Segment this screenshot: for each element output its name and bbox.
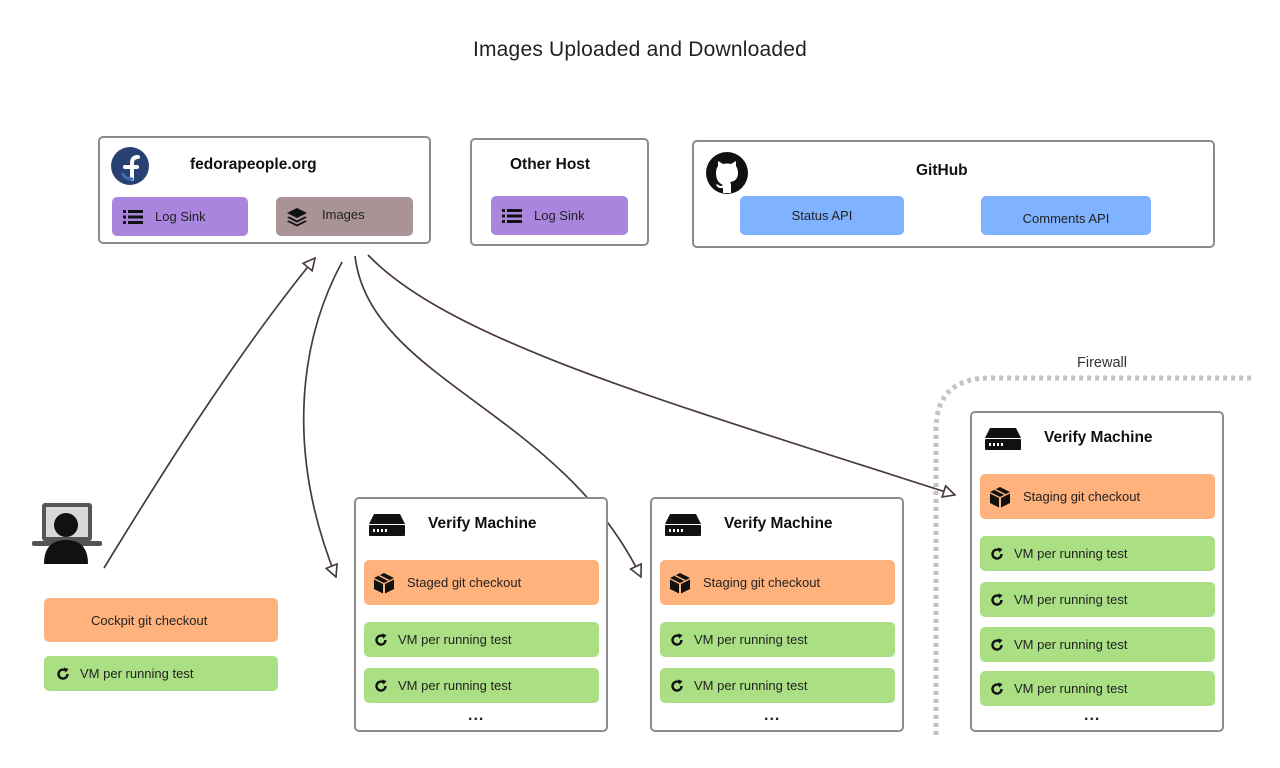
vm-label: VM per running test [80,666,194,681]
fedora-images[interactable]: Images [276,197,413,236]
images-label: Images [322,207,365,222]
vm-row[interactable]: VM per running test [980,582,1215,617]
server-icon [985,428,1021,450]
github-box: GitHub Status API Comments API [692,140,1215,248]
fedora-logo-icon [111,147,149,185]
verify-title: Verify Machine [428,515,537,532]
developer-vm[interactable]: VM per running test [44,656,278,691]
firewall-boundary [933,375,1252,735]
github-logo-icon [706,152,748,194]
staging-checkout[interactable]: Staging git checkout [980,474,1215,519]
vm-label: VM per running test [1014,637,1128,652]
refresh-icon [57,667,69,680]
more-ellipsis: ... [1084,707,1101,724]
vm-row[interactable]: VM per running test [660,622,895,657]
firewall-label: Firewall [1077,355,1127,371]
download-arrow-verify-3 [367,254,955,495]
other-host-title: Other Host [510,156,591,173]
comments-api-label: Comments API [1022,211,1110,226]
list-icon [123,209,143,224]
layers-icon [287,208,307,227]
vm-row[interactable]: VM per running test [980,671,1215,706]
fedorapeople-box: fedorapeople.org Log Sink Images [98,136,431,244]
status-api-label: Status API [791,208,853,223]
github-title: GitHub [916,162,968,179]
status-api[interactable]: Status API [740,196,904,235]
more-ellipsis: ... [764,707,781,724]
checkout-label: Staging git checkout [1023,489,1141,504]
refresh-icon [671,679,683,692]
checkout-label: Staging git checkout [703,575,821,590]
package-cube-icon [670,572,690,593]
staging-checkout[interactable]: Staging git checkout [660,560,895,605]
vm-label: VM per running test [694,678,808,693]
refresh-icon [991,547,1003,560]
verify-title: Verify Machine [724,515,833,532]
vm-label: VM per running test [1014,592,1128,607]
comments-api[interactable]: Comments API [981,196,1151,235]
vm-label: VM per running test [1014,681,1128,696]
user-laptop-icon [32,503,102,564]
server-icon [369,514,405,536]
refresh-icon [671,633,683,646]
vm-row[interactable]: VM per running test [980,536,1215,571]
log-sink-label: Log Sink [534,208,585,223]
log-sink-label: Log Sink [155,209,206,224]
checkout-label: Cockpit git checkout [91,612,208,628]
upload-arrow [103,258,315,569]
refresh-icon [375,633,387,646]
refresh-icon [375,679,387,692]
vm-label: VM per running test [694,632,808,647]
fedora-log-sink[interactable]: Log Sink [112,197,248,236]
vm-label: VM per running test [1014,546,1128,561]
more-ellipsis: ... [468,707,485,724]
vm-label: VM per running test [398,678,512,693]
vm-row[interactable]: VM per running test [364,668,599,703]
refresh-icon [991,682,1003,695]
verify-machine-1: Verify Machine Staged git checkout VM pe… [354,497,608,732]
vm-row[interactable]: VM per running test [980,627,1215,662]
diagram-title: Images Uploaded and Downloaded [472,38,808,61]
checkout-label: Staged git checkout [407,575,522,590]
vm-label: VM per running test [398,632,512,647]
vm-row[interactable]: VM per running test [660,668,895,703]
fedorapeople-title: fedorapeople.org [190,156,317,173]
vm-row[interactable]: VM per running test [364,622,599,657]
package-cube-icon [374,572,394,593]
other-host-box: Other Host Log Sink [470,138,649,246]
cockpit-checkout[interactable]: Cockpit git checkout [44,598,278,642]
verify-title: Verify Machine [1044,429,1153,446]
other-host-log-sink[interactable]: Log Sink [491,196,628,235]
package-cube-icon [990,486,1010,507]
refresh-icon [991,593,1003,606]
download-arrow-verify-1 [302,261,343,577]
verify-machine-3: Verify Machine Staging git checkout VM p… [970,411,1224,732]
refresh-icon [991,638,1003,651]
staged-checkout[interactable]: Staged git checkout [364,560,599,605]
server-icon [665,514,701,536]
list-icon [502,208,522,223]
verify-machine-2: Verify Machine Staging git checkout VM p… [650,497,904,732]
